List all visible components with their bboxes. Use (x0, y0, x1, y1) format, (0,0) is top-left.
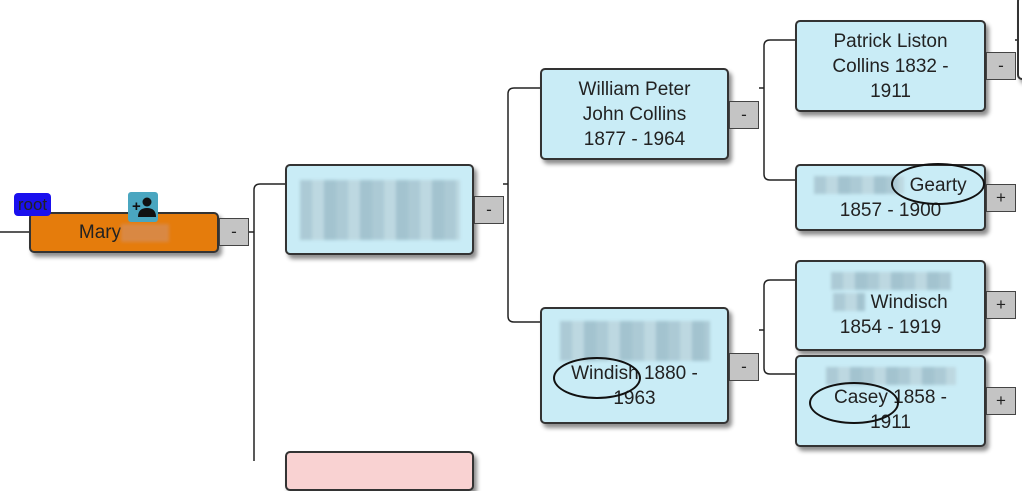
redacted-name (299, 179, 460, 240)
person-node-casey[interactable]: Casey 1858 - 1911 (795, 355, 986, 447)
person-surname: Windish (571, 362, 639, 384)
person-surname: Gearty (909, 174, 967, 196)
person-node-patrick[interactable]: Patrick Liston Collins 1832 - 1911 (795, 20, 986, 112)
person-name: William Peter (578, 78, 691, 100)
mother-node[interactable] (285, 451, 474, 491)
person-years: 1880 - (643, 362, 698, 384)
person-surname: Windisch (870, 291, 948, 313)
redacted-name (814, 176, 905, 195)
redacted-name (825, 367, 956, 385)
collapse-button[interactable]: - (986, 52, 1016, 80)
person-years: 1911 (870, 412, 911, 433)
person-node-windisch[interactable]: Windisch 1854 - 1919 (795, 260, 986, 351)
person-years: 1857 - 1900 (839, 199, 942, 221)
person-years: 1858 - (893, 387, 947, 408)
redacted-name (559, 320, 710, 361)
redacted-surname (121, 223, 170, 242)
redacted-name (830, 271, 951, 290)
person-node-william[interactable]: William Peter John Collins 1877 - 1964 (540, 68, 729, 160)
redacted-parent-node[interactable] (285, 164, 474, 255)
person-node-gearty[interactable]: Gearty 1857 - 1900 (795, 164, 986, 231)
person-first-name: Mary (78, 222, 122, 243)
person-name: John Collins (582, 103, 687, 125)
person-name: Patrick Liston (833, 30, 948, 52)
collapse-button[interactable]: - (729, 353, 759, 381)
partial-node-edge[interactable] (1017, 0, 1022, 80)
redacted-name (833, 293, 866, 312)
person-years: 1911 (870, 80, 911, 102)
person-node-windish[interactable]: Windish 1880 - 1963 (540, 307, 729, 424)
expand-button[interactable]: + (986, 291, 1016, 319)
expand-button[interactable]: + (986, 184, 1016, 212)
collapse-button[interactable]: - (219, 218, 249, 246)
person-years: 1963 (613, 387, 656, 409)
add-person-icon[interactable]: + (128, 192, 158, 222)
tree-connectors (0, 39, 1018, 461)
person-years: 1854 - 1919 (839, 316, 942, 338)
root-badge: root (14, 193, 51, 216)
person-surname: Casey (833, 387, 888, 408)
collapse-button[interactable]: - (729, 101, 759, 129)
collapse-button[interactable]: - (474, 196, 504, 224)
person-years: 1877 - 1964 (583, 128, 686, 150)
svg-text:+: + (132, 198, 141, 215)
person-name: Collins 1832 - (832, 55, 949, 77)
expand-button[interactable]: + (986, 387, 1016, 415)
focus-person-node[interactable]: Mary (29, 212, 219, 253)
